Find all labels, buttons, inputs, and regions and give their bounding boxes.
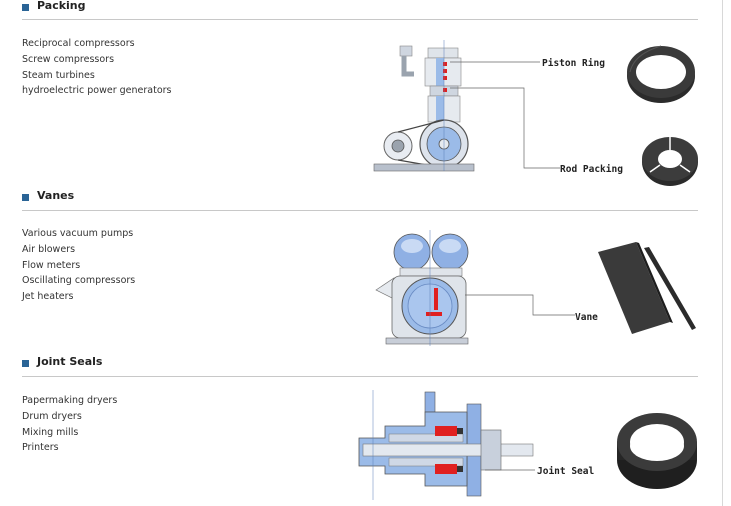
bullet-square-icon: [22, 194, 29, 201]
bullet-square-icon: [22, 360, 29, 367]
leader-lines: [465, 294, 575, 316]
section-title: Joint Seals: [37, 355, 103, 368]
callout-labels: Vane: [575, 312, 598, 323]
rotary-joint-diagram: [358, 390, 534, 500]
section-divider: [22, 19, 698, 20]
section-vanes: Vanes Various vacuum pumps Air blowers F…: [0, 189, 700, 356]
application-list: Papermaking dryers Drum dryers Mixing mi…: [22, 393, 117, 456]
vacuum-pump-diagram: [375, 230, 469, 346]
list-item: Drum dryers: [22, 410, 82, 422]
list-item: Various vacuum pumps: [22, 228, 134, 239]
rod-packing-label: Rod Packing: [560, 164, 623, 175]
callout-labels: Piston Ring Rod Packing: [542, 58, 623, 175]
leader-lines: [450, 61, 560, 169]
section-joint-seals: Joint Seals Papermaking dryers Drum drye…: [0, 355, 700, 506]
rod-packing-image: [642, 137, 698, 186]
right-border: [722, 0, 723, 506]
list-item: Steam turbines: [22, 69, 95, 81]
application-list: Reciprocal compressors Screw compressors…: [22, 36, 172, 99]
vane-label: Vane: [575, 312, 598, 323]
list-item: Screw compressors: [22, 53, 115, 65]
section-divider: [22, 210, 698, 211]
list-item: Air blowers: [22, 243, 76, 255]
bullet-square-icon: [22, 4, 29, 11]
section-divider: [22, 376, 698, 377]
callout-labels: Joint Seal: [537, 466, 594, 477]
list-item: Mixing mills: [22, 426, 79, 438]
piston-ring-image: [627, 45, 695, 103]
list-item: Reciprocal compressors: [22, 38, 135, 49]
list-item: hydroelectric power generators: [22, 85, 172, 97]
section-packing: Packing Reciprocal compressors Screw com…: [0, 0, 700, 190]
list-item: Flow meters: [22, 259, 81, 271]
compressor-diagram: [373, 40, 475, 172]
leader-lines: [485, 469, 535, 471]
application-list: Various vacuum pumps Air blowers Flow me…: [22, 226, 135, 305]
section-title: Vanes: [37, 189, 75, 202]
piston-ring-label: Piston Ring: [542, 58, 605, 69]
joint-seal-label: Joint Seal: [537, 466, 594, 477]
section-title: Packing: [37, 0, 86, 12]
joint-seal-image: [617, 413, 697, 489]
list-item: Oscillating compressors: [22, 275, 136, 287]
list-item: Printers: [22, 442, 59, 454]
list-item: Papermaking dryers: [22, 395, 118, 406]
vane-image: [598, 242, 696, 334]
list-item: Jet heaters: [22, 291, 74, 303]
